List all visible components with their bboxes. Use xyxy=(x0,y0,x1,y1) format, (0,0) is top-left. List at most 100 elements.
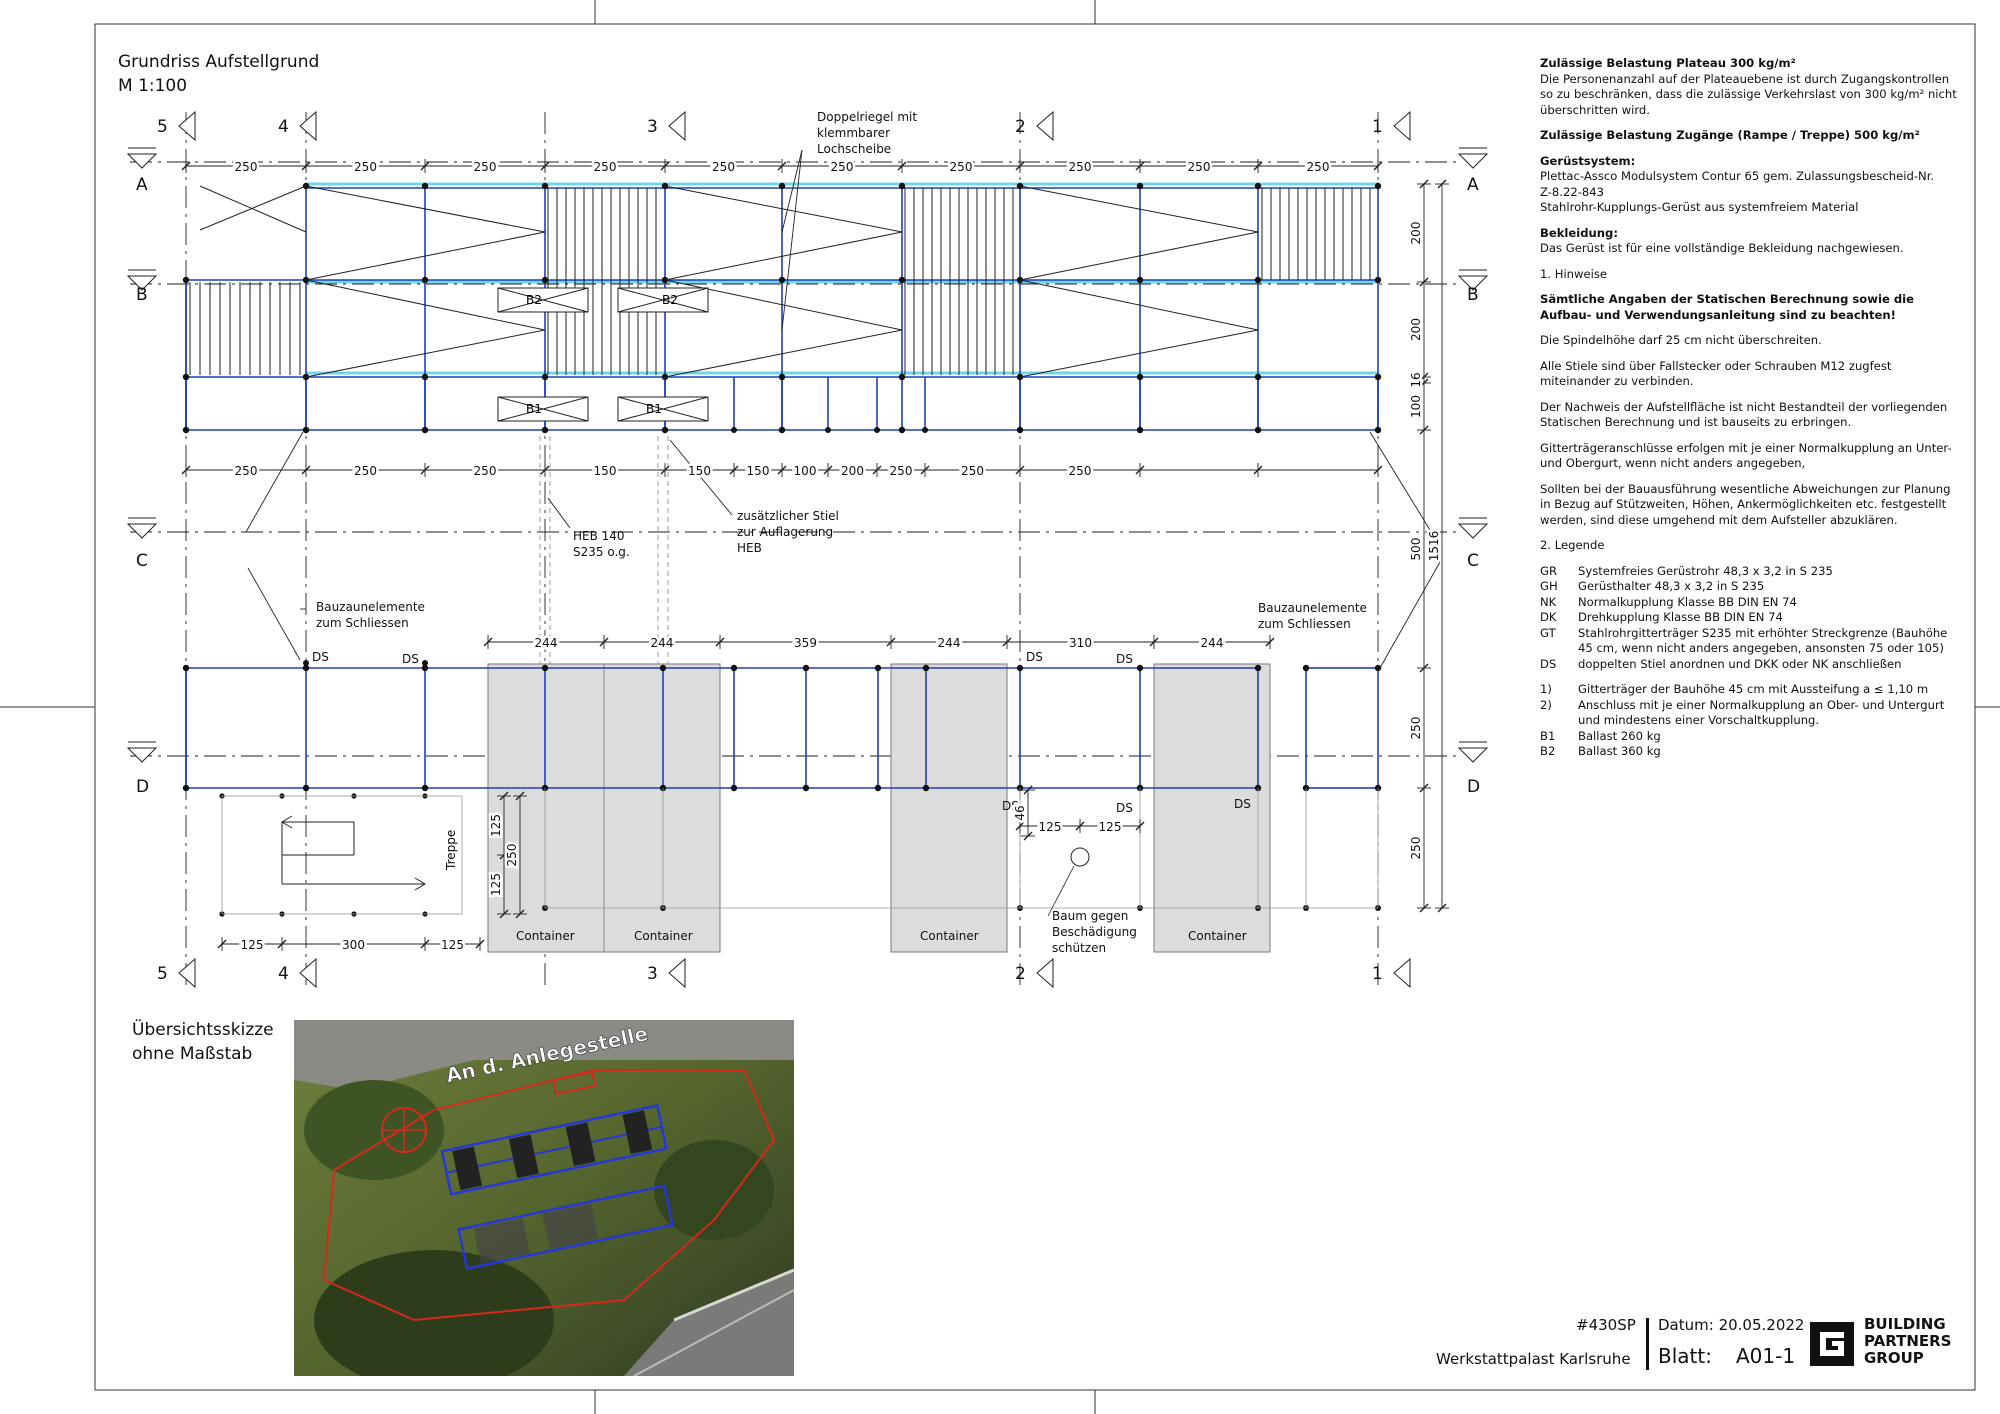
dimension-top: 250 xyxy=(474,160,497,174)
scaffold-plateau: B2 B2 B1 B1 xyxy=(182,182,1382,434)
ds-label: DS xyxy=(1234,797,1251,811)
stair-label: Treppe xyxy=(444,830,458,871)
dimension-container: 359 xyxy=(794,636,817,650)
note-title: Gerüstsystem: xyxy=(1540,153,1636,168)
dimension-ds: 125 xyxy=(1099,820,1122,834)
legend-value: doppelten Stiel anordnen und DKK oder NK… xyxy=(1578,656,1902,671)
legend-key: GR xyxy=(1540,563,1558,578)
legend-value: Systemfreies Gerüstrohr 48,3 x 3,2 in S … xyxy=(1578,563,1833,578)
legend-value: Normalkupplung Klasse BB DIN EN 74 xyxy=(1578,594,1797,609)
axis-number: 3 xyxy=(647,117,658,137)
dimension-mid: 150 xyxy=(747,464,770,478)
note-text: Stahlrohr-Kupplungs-Gerüst aus systemfre… xyxy=(1540,200,1859,214)
ballast-label-b1: B1 xyxy=(646,402,662,416)
overview-title: Übersichtsskizze ohne Maßstab xyxy=(132,1018,274,1066)
dimension-mid: 250 xyxy=(961,464,984,478)
axis-letter: D xyxy=(1467,777,1480,797)
legend-row: GR Systemfreies Gerüstrohr 48,3 x 3,2 in … xyxy=(1540,564,1960,580)
overview-title-line: ohne Maßstab xyxy=(132,1044,253,1064)
legend-value: Stahlrohrgitterträger S235 mit erhöhter … xyxy=(1578,625,1948,656)
sheet-number: A01-1 xyxy=(1736,1344,1796,1368)
dimension-mid: 250 xyxy=(474,464,497,478)
annotation-doppelriegel: Doppelriegel mit xyxy=(817,110,917,124)
ds-label: DS xyxy=(312,650,329,664)
note-text: Die Personenanzahl auf der Plateauebene … xyxy=(1540,71,1957,117)
company-name-line: BUILDING xyxy=(1864,1315,1946,1333)
note-title: Bekleidung: xyxy=(1540,225,1618,240)
dimension-vertical-total: 1516 xyxy=(1427,531,1441,562)
legend-key: DK xyxy=(1540,610,1557,624)
axis-letter: D xyxy=(136,777,149,797)
dimension-mid: 250 xyxy=(354,464,377,478)
legend-row: DK Drehkupplung Klasse BB DIN EN 74 xyxy=(1540,610,1960,626)
company-name-line: PARTNERS xyxy=(1864,1332,1952,1350)
annotation-doppelriegel: Lochscheibe xyxy=(817,142,891,156)
dimension-mid: 200 xyxy=(841,464,864,478)
dimension-ds: 125 xyxy=(1039,820,1062,834)
dimension-vertical: 100 xyxy=(1409,395,1423,418)
axis-marker-D: D xyxy=(126,741,158,797)
axis-marker-C: C xyxy=(126,517,158,571)
drawing-scale: M 1:100 xyxy=(118,76,188,96)
axis-marker-2: 2 xyxy=(1015,957,1054,989)
note-text: Z-8.22-843 xyxy=(1540,184,1605,199)
note-text: Alle Stiele sind über Fallstecker oder S… xyxy=(1540,358,1892,389)
dimension-top: 250 xyxy=(235,160,258,174)
legend-row: GH Gerüsthalter 48,3 x 3,2 in S 235 xyxy=(1540,579,1960,595)
annotation-baum: Baum gegen xyxy=(1052,909,1128,923)
axis-number: 1 xyxy=(1372,117,1383,137)
ballast-label-b2: B2 xyxy=(526,293,542,307)
overview-aerial-photo: An d. Anlegestelle xyxy=(294,1020,794,1376)
dimension-vertical: 250 xyxy=(1409,717,1423,740)
annotation-heb: S235 o.g. xyxy=(573,545,630,559)
dimension-top: 250 xyxy=(950,160,973,174)
axis-number: 5 xyxy=(157,964,168,984)
legend-key: GH xyxy=(1540,579,1558,593)
dimension-bottom: 300 xyxy=(342,938,365,952)
axis-marker-2: 2 xyxy=(1015,110,1054,142)
legend-list: GR Systemfreies Gerüstrohr 48,3 x 3,2 in … xyxy=(1540,564,1960,673)
section-heading: 1. Hinweise xyxy=(1540,266,1608,281)
ballast-label-b1: B1 xyxy=(526,402,542,416)
axis-letter: C xyxy=(1467,551,1479,571)
dimension-container: 310 xyxy=(1069,636,1092,650)
axis-letter: A xyxy=(1467,175,1479,195)
tree-symbol xyxy=(1070,847,1090,867)
axis-marker-1: 1 xyxy=(1372,110,1411,142)
dimension-vertical: 250 xyxy=(1409,837,1423,860)
container-label: Container xyxy=(634,929,693,943)
annotation-stiel: zusätzlicher Stiel xyxy=(737,509,839,523)
dimension-top: 250 xyxy=(1188,160,1211,174)
dimension-container: 244 xyxy=(535,636,558,650)
axis-number: 4 xyxy=(278,117,289,137)
axis-letter: A xyxy=(136,175,148,195)
container-label: Container xyxy=(920,929,979,943)
note-bold: Sämtliche Angaben der Statischen Berechn… xyxy=(1540,292,1914,322)
annotation-bauzaun-left: zum Schliessen xyxy=(316,616,409,630)
axis-marker-A: A xyxy=(1457,147,1489,195)
note-text: Der Nachweis der Aufstellfläche ist nich… xyxy=(1540,399,1948,430)
axis-marker-3: 3 xyxy=(647,110,686,142)
dimension-top: 250 xyxy=(831,160,854,174)
legend-value: Drehkupplung Klasse BB DIN EN 74 xyxy=(1578,610,1783,624)
ds-label: DS xyxy=(1026,650,1043,664)
axis-marker-C: C xyxy=(1457,517,1489,571)
note-text: Das Gerüst ist für eine vollständige Bek… xyxy=(1540,241,1904,255)
ds-label: DS xyxy=(1116,801,1133,815)
ds-label: DS xyxy=(1002,799,1019,813)
ballast-label-b2: B2 xyxy=(662,293,678,307)
legend-value: Gerüsthalter 48,3 x 3,2 in S 235 xyxy=(1578,579,1765,593)
axis-number: 3 xyxy=(647,964,658,984)
project-name: Werkstattpalast Karlsruhe xyxy=(1436,1350,1631,1368)
axis-number: 5 xyxy=(157,117,168,137)
dimension-mid: 150 xyxy=(594,464,617,478)
container-label: Container xyxy=(516,929,575,943)
legend-key: B1 xyxy=(1540,728,1556,743)
titleblock-divider xyxy=(1646,1318,1649,1370)
annotation-heb: HEB 140 xyxy=(573,529,625,543)
